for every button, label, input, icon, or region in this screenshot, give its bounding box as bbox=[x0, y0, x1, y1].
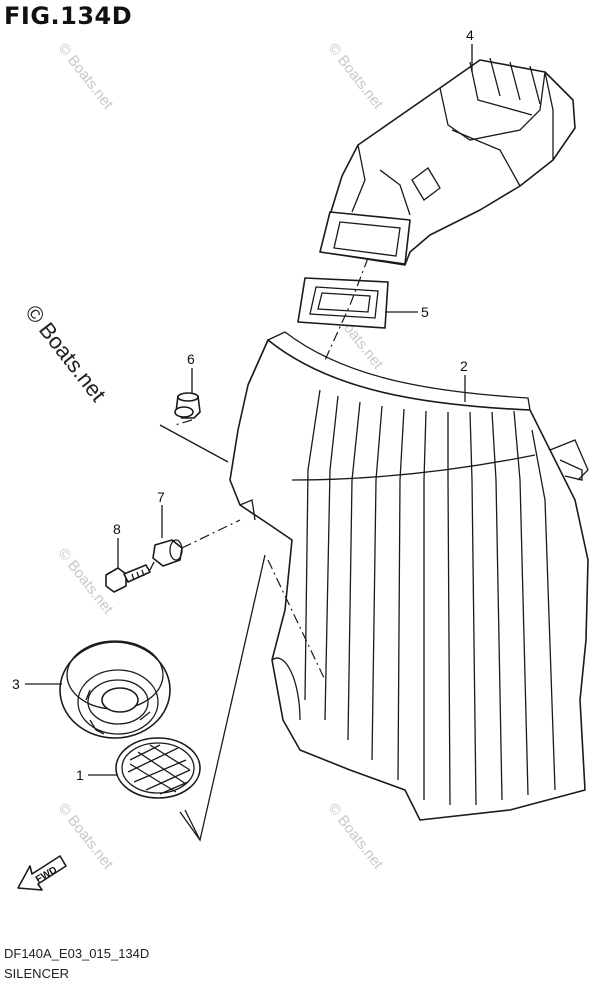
callout-3: 3 bbox=[12, 676, 20, 692]
part-3-housing[interactable] bbox=[59, 640, 171, 739]
figure-name: SILENCER bbox=[4, 966, 70, 981]
callout-7: 7 bbox=[157, 489, 165, 505]
figure-code: DF140A_E03_015_134D bbox=[4, 946, 150, 961]
part-5-seal[interactable] bbox=[297, 277, 389, 329]
part-7-cushion[interactable] bbox=[152, 539, 183, 567]
callout-leaders bbox=[25, 44, 473, 776]
callout-1: 1 bbox=[76, 767, 84, 783]
callout-4: 4 bbox=[466, 27, 474, 43]
part-2-silencer-body[interactable] bbox=[229, 331, 589, 821]
figure-title: FIG.134D bbox=[4, 2, 133, 30]
part-6-grommet[interactable] bbox=[174, 392, 201, 419]
callout-6: 6 bbox=[187, 351, 195, 367]
callout-2: 2 bbox=[460, 358, 468, 374]
part-1-mesh-screen[interactable] bbox=[115, 737, 201, 799]
fwd-arrow-icon: FWD bbox=[17, 855, 67, 891]
part-4-intake-duct[interactable] bbox=[319, 57, 576, 266]
callout-5: 5 bbox=[421, 304, 429, 320]
callout-8: 8 bbox=[113, 521, 121, 537]
part-8-bolt[interactable] bbox=[105, 564, 151, 593]
fwd-label: FWD bbox=[34, 865, 59, 886]
assembly-lines bbox=[149, 257, 369, 842]
